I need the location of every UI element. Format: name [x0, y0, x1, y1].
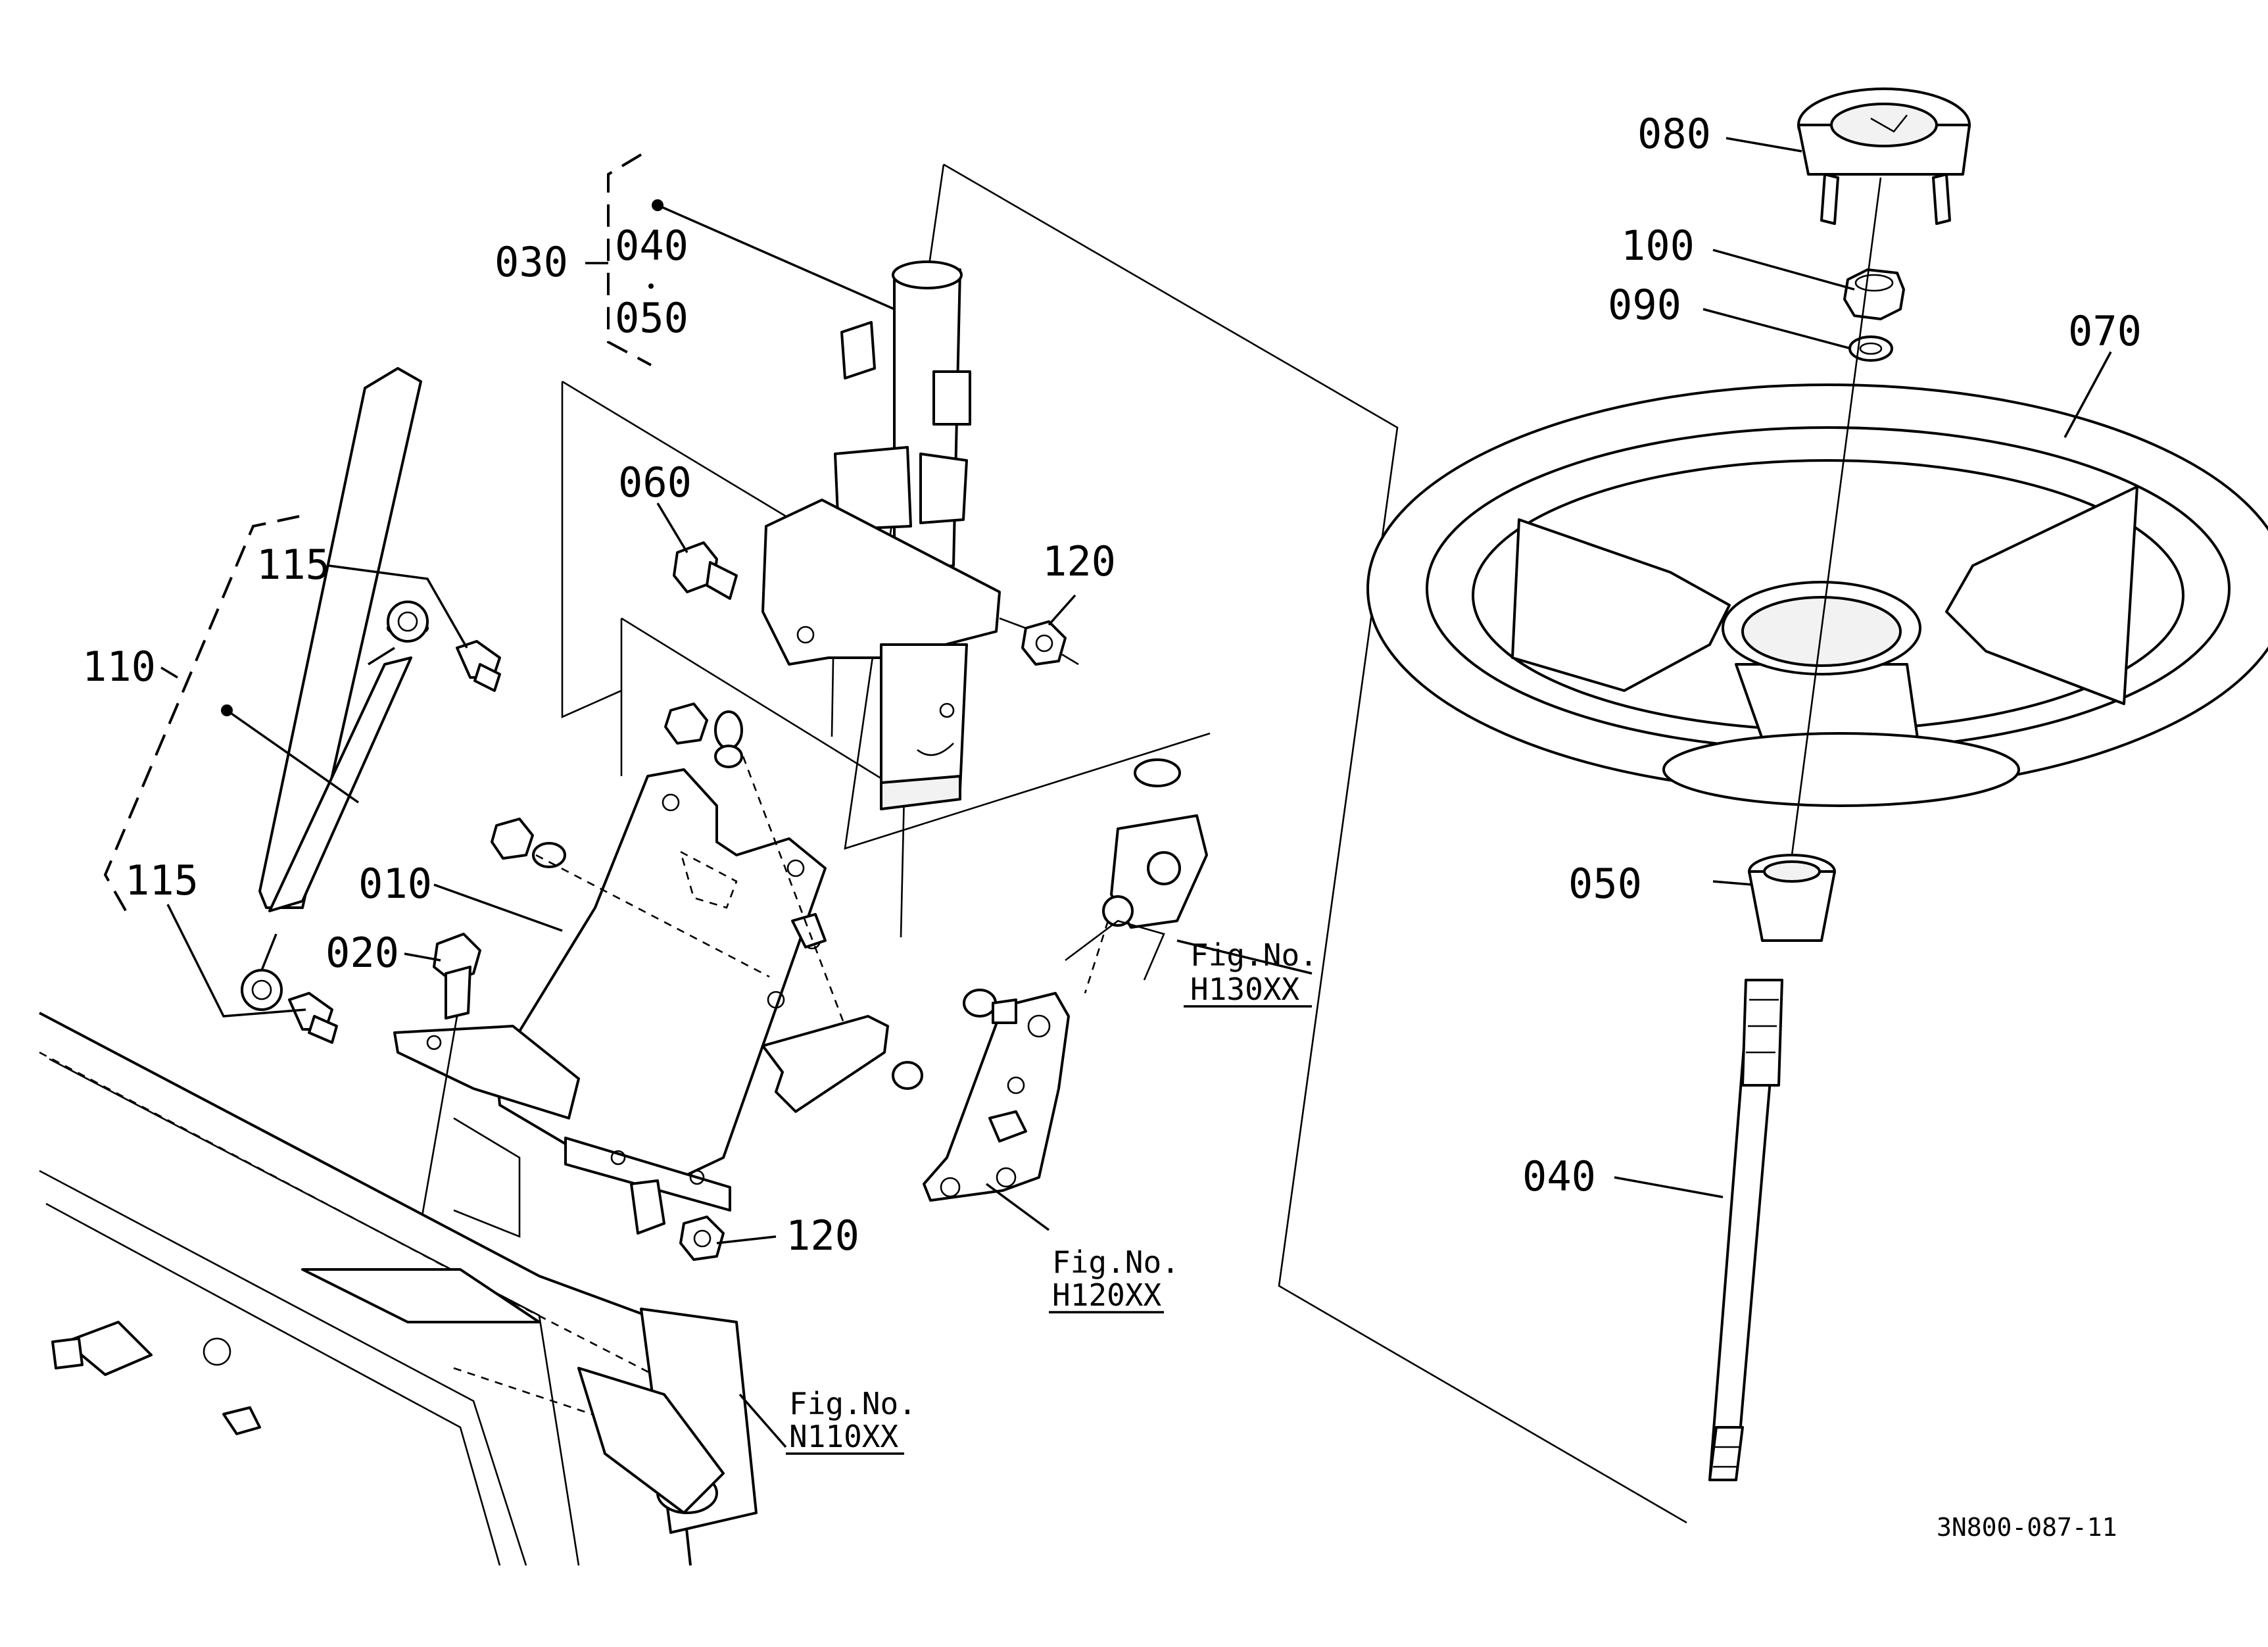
callout-060: 060 — [618, 458, 692, 506]
callout-115-bottom: 115 — [125, 856, 199, 904]
group-bracket-030 — [607, 153, 652, 366]
figure-ref-h120: Fig.No. H120XX — [1052, 1244, 1180, 1313]
pin-115-bottom — [288, 992, 338, 1044]
callout-120-top: 120 — [1042, 537, 1116, 585]
callout-020: 020 — [326, 929, 399, 977]
steering-shaft-040 — [1708, 979, 1783, 1481]
callout-110: 110 — [82, 643, 156, 691]
callout-120-bottom: 120 — [786, 1212, 859, 1260]
leader-dot-050 — [648, 283, 654, 289]
bolt-060 — [673, 541, 738, 600]
figure-ref-n110-line1: Fig.No. — [789, 1386, 917, 1421]
bolt-020 — [420, 933, 481, 1224]
figure-ref-h130-line2: H130XX — [1190, 971, 1299, 1007]
figure-ref-h120-line1: Fig.No. — [1052, 1244, 1180, 1280]
leader-dot-110 — [221, 704, 233, 716]
callout-040-group: 040 — [615, 222, 688, 270]
callout-080: 080 — [1637, 110, 1711, 158]
callout-labels: 080 100 090 070 030 040 050 060 120 115 … — [82, 110, 2142, 1260]
nut-120-top — [999, 617, 1079, 666]
callout-115-top: 115 — [256, 541, 330, 589]
figure-ref-h130-line1: Fig.No. — [1190, 937, 1318, 973]
steering-wheel-070 — [1366, 383, 2268, 807]
lever-plates — [761, 992, 1070, 1202]
callout-090: 090 — [1608, 281, 1681, 329]
hub-cap-080 — [1797, 87, 1971, 225]
drawing-code: 3N800-087-11 — [1937, 1513, 2117, 1542]
figure-ref-underlines — [786, 1005, 1312, 1455]
figure-ref-n110-line2: N110XX — [789, 1419, 898, 1454]
leader-lines — [160, 137, 2112, 1448]
bracket-010 — [393, 768, 827, 1235]
callout-010: 010 — [358, 860, 432, 908]
washer-090 — [1848, 335, 1893, 362]
callout-050-group: 050 — [615, 294, 688, 342]
steering-column-assembly — [761, 260, 1001, 810]
pin-115-top — [456, 640, 501, 692]
callout-070: 070 — [2068, 307, 2142, 355]
callout-050: 050 — [1568, 860, 1642, 908]
callout-030: 030 — [495, 238, 568, 286]
gas-spring-110 — [241, 367, 429, 1011]
leader-dot-040 — [652, 199, 664, 211]
figure-ref-h130: Fig.No. H130XX — [1190, 937, 1318, 1007]
nut-120-bottom — [679, 1216, 725, 1261]
figure-ref-n110: Fig.No. N110XX — [789, 1386, 917, 1454]
nut-100 — [1843, 268, 1905, 320]
assembly-axis — [1791, 177, 1882, 856]
nuts-and-washers — [491, 702, 997, 1090]
callout-100: 100 — [1621, 222, 1695, 270]
tractor-frame — [39, 1012, 758, 1566]
group-bracket-110 — [103, 515, 300, 922]
bushing-050 — [1748, 854, 1836, 942]
universal-joint — [1065, 758, 1208, 994]
figure-ref-h120-line2: H120XX — [1052, 1277, 1161, 1313]
callout-040: 040 — [1522, 1152, 1596, 1200]
